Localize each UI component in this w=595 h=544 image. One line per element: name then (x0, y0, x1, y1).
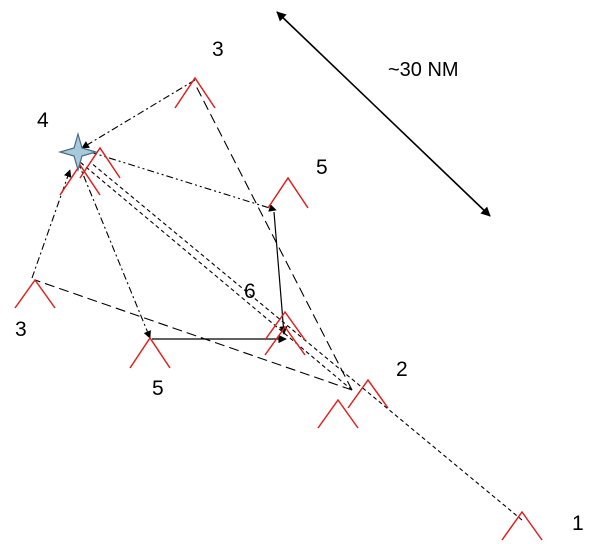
site-marker-right5 (267, 176, 309, 209)
label-3-top: 3 (212, 38, 224, 61)
site-marker-4a (59, 163, 101, 196)
label-1: 1 (572, 512, 584, 535)
leg-right5-to-6 (273, 211, 288, 335)
approach-dashed-lines (34, 83, 523, 521)
leg-top3-to-4 (81, 79, 196, 149)
leg-left3-to-4 (31, 169, 72, 279)
scale-label: ~30 NM (388, 59, 459, 81)
label-3-left: 3 (15, 318, 27, 341)
leg-4-to-bottom5 (77, 161, 151, 339)
site-marker-6a (264, 310, 306, 341)
site-marker-left3 (14, 278, 56, 309)
scale-arrow-icon (276, 11, 491, 217)
label-5-right: 5 (316, 156, 328, 179)
site-marker-top3 (174, 76, 216, 109)
label-6: 6 (244, 280, 256, 303)
path-2-to-left3 (34, 279, 353, 391)
leg-4-to-right5 (89, 151, 277, 212)
label-5-bottom: 5 (152, 377, 164, 400)
solid-legs (152, 211, 288, 344)
label-4: 4 (37, 109, 49, 132)
site-marker-6b (264, 325, 306, 356)
path-1-to-4 (89, 161, 523, 521)
site-marker-bottom5 (129, 336, 171, 369)
site-marker-1 (501, 510, 543, 541)
label-2: 2 (396, 358, 408, 381)
path-2-to-top3 (194, 83, 353, 391)
path-2-to-4 (79, 161, 353, 391)
four-point-star-icon (57, 131, 99, 173)
site-marker-2b (317, 398, 359, 429)
site-marker-4b (79, 146, 121, 179)
site-marker-2a (347, 378, 389, 409)
dashdot-legs (31, 79, 277, 339)
